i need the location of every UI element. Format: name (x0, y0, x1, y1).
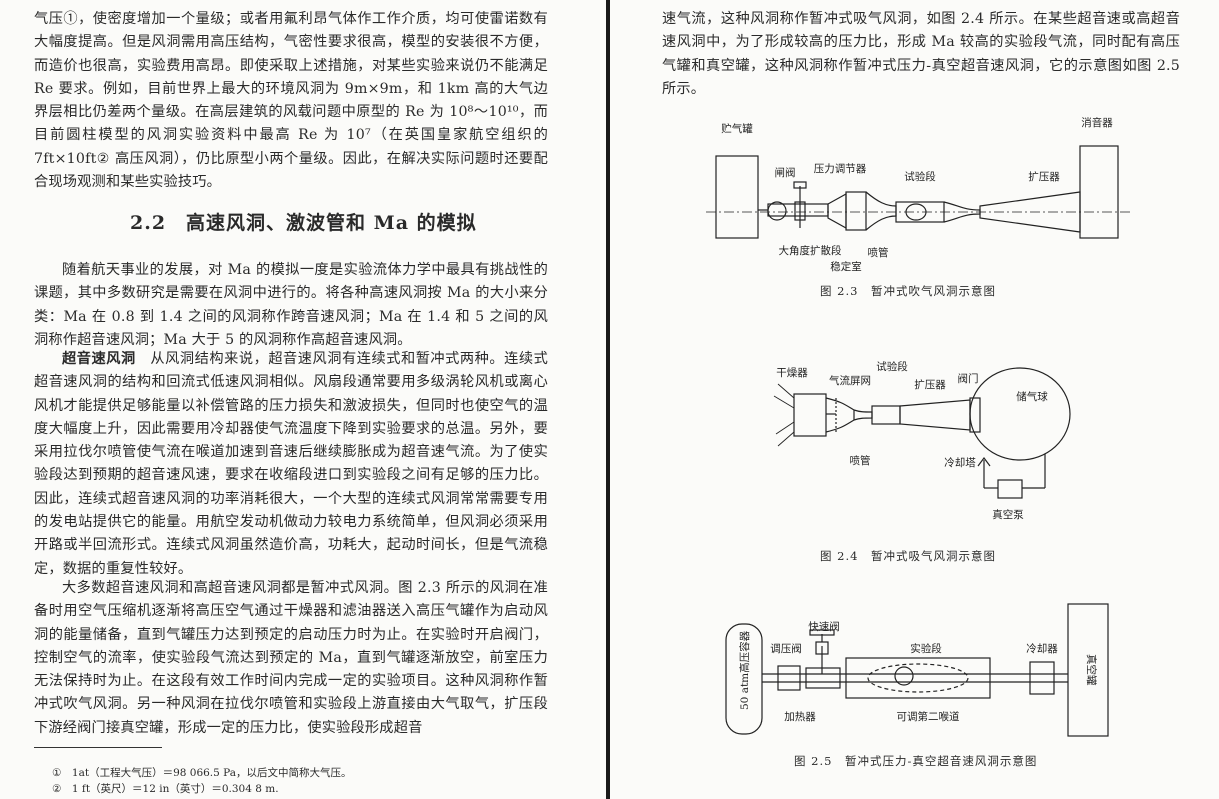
caption-fig-2-5: 图 2.5 暂冲式压力-真空超音速风洞示意图 (794, 754, 1038, 768)
left-page: 气压①，使密度增加一个量级；或者用氟利昂气体作工作介质，均可使雷诺数有大幅度提高… (0, 0, 606, 799)
paragraph-ma-simulation: 随着航天事业的发展，对 Ma 的模拟一度是实验流体力学中最具有挑战性的课题，其中… (34, 262, 548, 348)
muffler-shape (1079, 145, 1119, 239)
label-test-section: 试验段 (904, 170, 936, 183)
paragraph-intermittent: 大多数超音速风洞和高超音速风洞都是暂冲式风洞。图 2.3 所示的风洞在准备时用空… (34, 580, 548, 736)
caption-fig-2-3: 图 2.3 暂冲式吹气风洞示意图 (820, 284, 996, 298)
label-muffler: 消音器 (1081, 116, 1113, 129)
gate-valve-shape (767, 201, 787, 221)
supersonic-text: 从风洞结构来说，超音速风洞有连续式和暂冲式两种。连续式超音速风洞的结构和回流式低… (34, 351, 548, 577)
label-regulator-valve: 调压阀 (770, 642, 802, 655)
caption-fig-2-4: 图 2.4 暂冲式吸气风洞示意图 (820, 549, 996, 563)
storage-sphere-shape (969, 367, 1071, 461)
regulator-valve-shape (777, 665, 801, 691)
label-settling: 稳定室 (830, 260, 862, 273)
footnote-1: ① 1at（工程大气压）＝98 066.5 Pa，以后文中简称大气压。 (52, 767, 352, 779)
label-dryer: 干燥器 (776, 367, 808, 379)
high-pressure-tank-shape (725, 623, 763, 735)
label-nozzle: 喷管 (868, 246, 889, 259)
storage-tank-shape (715, 155, 759, 239)
paragraph-suction: 速气流，这种风洞称作暂冲式吸气风洞，如图 2.4 所示。在某些超音速或高超音速风… (662, 11, 1180, 97)
vacuum-tank-shape (1067, 603, 1109, 737)
footnote-2: ② 1 ft（英尺）＝12 in（英寸）＝0.304 8 m. (52, 783, 279, 795)
figure-2-3-blowdown-tunnel: 贮气罐 闸阀 压力调节器 试验段 扩压器 消音器 大角度扩散段 稳定室 喷管 (706, 116, 1130, 273)
label-vacuum-tank: 真空罐 (1085, 654, 1098, 686)
settling-chamber-shape (845, 191, 867, 231)
figure-2-5-pressure-vacuum-tunnel: 50 atm高压容器 调压阀 快速阀 实验段 冷却器 真空罐 加热器 可调第二喉… (725, 603, 1109, 737)
test-section-shape (871, 405, 901, 425)
label-tank: 贮气罐 (721, 122, 753, 135)
section-title: 2.2 高速风洞、激波管和 Ma 的模拟 (130, 212, 477, 234)
dryer-shape (793, 393, 827, 437)
label-sphere: 储气球 (1016, 390, 1048, 403)
diffuser-shape (899, 399, 971, 431)
right-page: 速气流，这种风洞称作暂冲式吸气风洞，如图 2.4 所示。在某些超音速或高超音速风… (610, 0, 1219, 799)
paragraph-supersonic: 超音速风洞 从风洞结构来说，超音速风洞有连续式和暂冲式两种。连续式超音速风洞的结… (34, 348, 548, 581)
figure-2-4-suction-tunnel: 干燥器 气流屏网 试验段 扩压器 阀门 储气球 喷管 冷却塔 真空泵 (773, 360, 1071, 521)
page-divider (606, 0, 610, 799)
label-diffuser: 扩压器 (1028, 170, 1060, 183)
label-valve: 阀门 (958, 372, 979, 385)
label-cooling-tower: 冷却塔 (944, 456, 976, 469)
label-heater: 加热器 (784, 710, 816, 723)
paragraph-reynolds: 气压①，使密度增加一个量级；或者用氟利昂气体作工作介质，均可使雷诺数有大幅度提高… (34, 11, 548, 191)
nozzle-shape (853, 409, 873, 421)
nozzle-shape (865, 191, 897, 231)
label-test-section: 试验段 (876, 360, 908, 373)
test-section-shape (845, 657, 991, 699)
label-test-section: 实验段 (910, 642, 942, 655)
label-gate-valve: 闸阀 (775, 166, 796, 179)
cooler-shape (1029, 661, 1055, 695)
pressure-regulator-shape (794, 201, 806, 221)
label-fast-valve: 快速阀 (808, 620, 840, 633)
label-nozzle: 喷管 (850, 454, 871, 467)
label-wide-angle: 大角度扩散段 (779, 244, 842, 257)
heater-shape (805, 667, 841, 689)
label-vacuum-pump: 真空泵 (992, 508, 1024, 521)
supersonic-heading: 超音速风洞 (62, 351, 136, 367)
label-regulator: 压力调节器 (814, 162, 867, 175)
label-diffuser: 扩压器 (914, 378, 946, 391)
footnote-rule (34, 747, 162, 748)
label-screen: 气流屏网 (829, 374, 871, 387)
vacuum-pump-shape (997, 479, 1023, 499)
label-hp-tank: 50 atm高压容器 (738, 630, 751, 710)
label-second-throat: 可调第二喉道 (897, 710, 960, 723)
label-cooler: 冷却器 (1026, 642, 1058, 655)
second-throat-shape (867, 663, 969, 693)
